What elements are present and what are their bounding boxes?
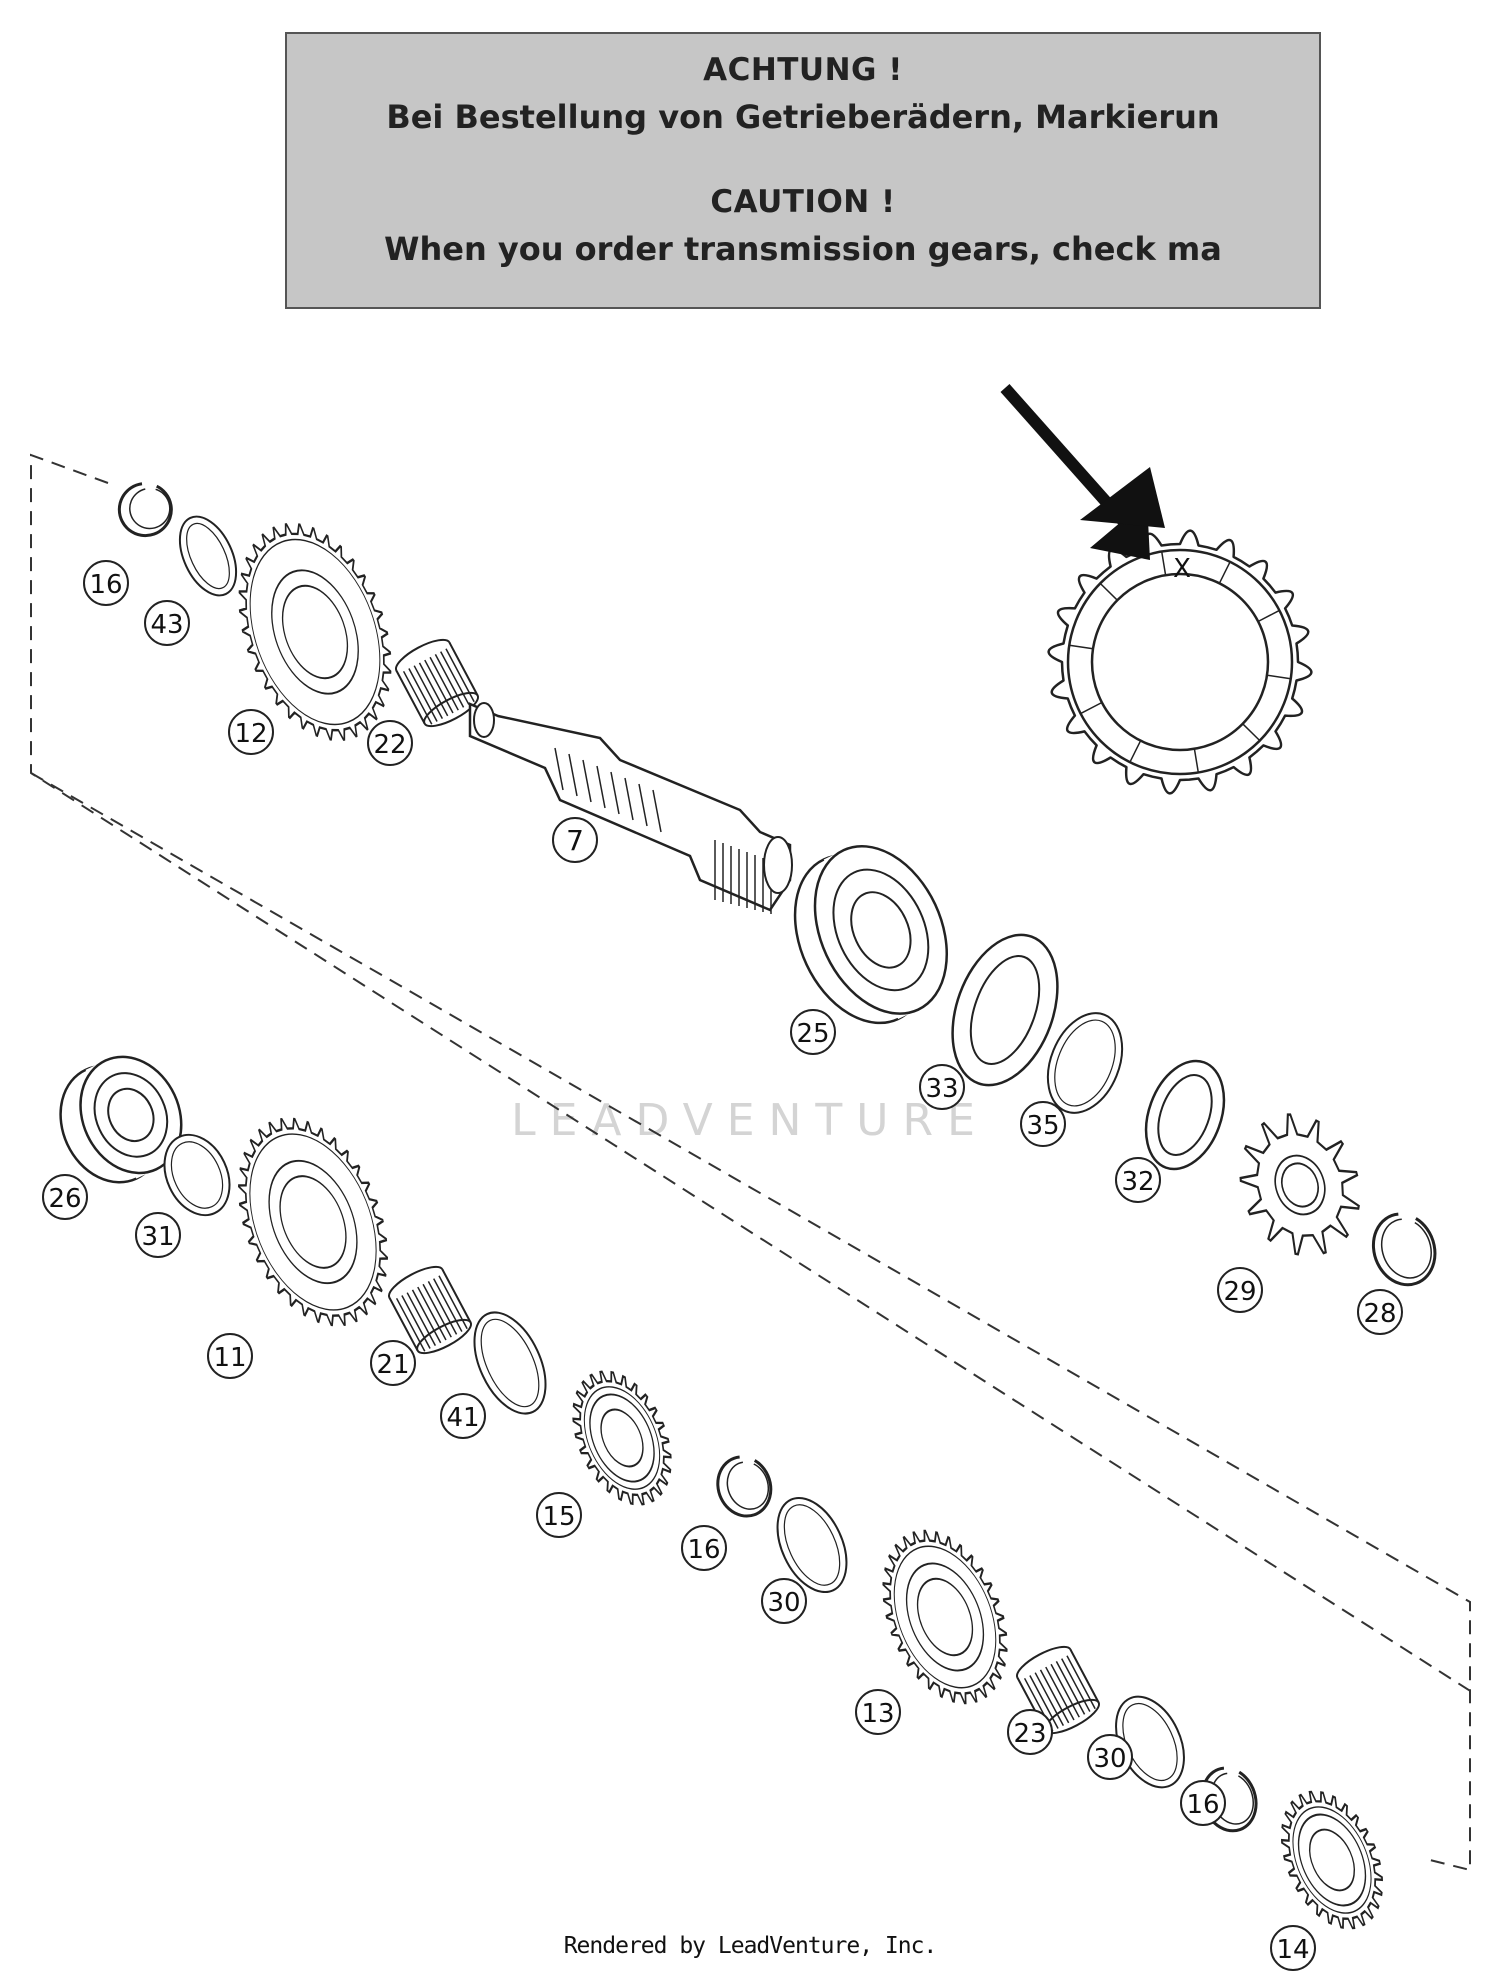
circlip-16b bbox=[716, 1455, 773, 1518]
needle-bearing-21 bbox=[388, 1265, 472, 1355]
washer-31 bbox=[163, 1133, 231, 1217]
part-number: 35 bbox=[1026, 1111, 1059, 1141]
part-callout-30: 30 bbox=[1087, 1734, 1133, 1780]
part-number: 16 bbox=[89, 570, 122, 600]
part-callout-11: 11 bbox=[207, 1333, 253, 1379]
part-number: 30 bbox=[767, 1588, 800, 1618]
splined-washer-30a bbox=[776, 1496, 848, 1594]
sprocket-29 bbox=[1239, 1113, 1360, 1256]
caution-notice: ACHTUNG ! Bei Bestellung von Getrieberäd… bbox=[285, 32, 1321, 309]
part-callout-21: 21 bbox=[370, 1340, 416, 1386]
part-callout-25: 25 bbox=[790, 1009, 836, 1055]
seal-33 bbox=[951, 933, 1059, 1087]
shim-35 bbox=[1046, 1012, 1124, 1114]
part-number: 11 bbox=[213, 1343, 246, 1373]
part-number: 32 bbox=[1121, 1167, 1154, 1197]
main-shaft-7 bbox=[468, 702, 793, 914]
watermark: LEADVENTURE bbox=[511, 1095, 989, 1146]
part-number: 33 bbox=[925, 1074, 958, 1104]
part-number: 41 bbox=[446, 1403, 479, 1433]
caution-de-title: ACHTUNG ! bbox=[703, 52, 903, 88]
part-callout-29: 29 bbox=[1217, 1267, 1263, 1313]
splined-washer-43 bbox=[178, 515, 238, 597]
part-number: 23 bbox=[1013, 1719, 1046, 1749]
part-callout-7: 7 bbox=[552, 817, 598, 863]
gear-14 bbox=[1280, 1790, 1384, 1930]
caution-en-text: When you order transmission gears, check… bbox=[384, 230, 1222, 268]
render-credit: Rendered by LeadVenture, Inc. bbox=[563, 1933, 938, 1959]
marked-gear-detail bbox=[1047, 529, 1313, 795]
part-number: 31 bbox=[141, 1222, 174, 1252]
part-callout-33: 33 bbox=[919, 1064, 965, 1110]
gear-11 bbox=[237, 1117, 389, 1327]
part-callout-13: 13 bbox=[855, 1689, 901, 1735]
gear-13 bbox=[882, 1529, 1008, 1705]
part-number: 26 bbox=[48, 1184, 81, 1214]
part-number: 29 bbox=[1223, 1277, 1256, 1307]
arrow-icon bbox=[1000, 384, 1165, 560]
part-callout-30: 30 bbox=[761, 1578, 807, 1624]
ball-bearing-25 bbox=[793, 844, 949, 1025]
part-number: 16 bbox=[687, 1535, 720, 1565]
spacer-32 bbox=[1144, 1059, 1226, 1171]
gear-12 bbox=[238, 523, 392, 741]
part-callout-12: 12 bbox=[228, 709, 274, 755]
mark-x: X bbox=[1173, 554, 1191, 584]
part-number: 12 bbox=[234, 719, 267, 749]
part-callout-31: 31 bbox=[135, 1212, 181, 1258]
gear-15 bbox=[572, 1370, 672, 1506]
ball-bearing-26 bbox=[59, 1055, 183, 1184]
needle-bearing-22 bbox=[395, 638, 479, 728]
splined-washer-30b bbox=[1115, 1695, 1185, 1789]
part-number: 21 bbox=[376, 1350, 409, 1380]
part-callout-35: 35 bbox=[1020, 1101, 1066, 1147]
part-callout-15: 15 bbox=[536, 1492, 582, 1538]
part-number: 22 bbox=[373, 730, 406, 760]
part-callout-22: 22 bbox=[367, 720, 413, 766]
washer-41 bbox=[473, 1311, 547, 1415]
part-number: 14 bbox=[1276, 1935, 1309, 1965]
part-number: 25 bbox=[796, 1019, 829, 1049]
part-number: 28 bbox=[1363, 1299, 1396, 1329]
circlip-16a bbox=[117, 482, 173, 537]
shaft-guide-lines bbox=[30, 453, 1476, 1872]
part-callout-16: 16 bbox=[83, 560, 129, 606]
caution-en-title: CAUTION ! bbox=[710, 184, 896, 220]
part-number: 7 bbox=[566, 824, 584, 857]
part-callout-16: 16 bbox=[681, 1525, 727, 1571]
part-number: 30 bbox=[1093, 1744, 1126, 1774]
part-callout-14: 14 bbox=[1270, 1925, 1316, 1971]
part-number: 43 bbox=[150, 610, 183, 640]
needle-bearing-23 bbox=[1016, 1645, 1100, 1735]
part-number: 13 bbox=[861, 1699, 894, 1729]
part-callout-16: 16 bbox=[1180, 1780, 1226, 1826]
part-number: 15 bbox=[542, 1502, 575, 1532]
part-callout-32: 32 bbox=[1115, 1157, 1161, 1203]
part-callout-26: 26 bbox=[42, 1174, 88, 1220]
part-callout-23: 23 bbox=[1007, 1709, 1053, 1755]
part-callout-41: 41 bbox=[440, 1393, 486, 1439]
part-number: 16 bbox=[1186, 1790, 1219, 1820]
circlip-28 bbox=[1371, 1212, 1437, 1287]
part-callout-28: 28 bbox=[1357, 1289, 1403, 1335]
part-callout-43: 43 bbox=[144, 600, 190, 646]
caution-de-text: Bei Bestellung von Getrieberädern, Marki… bbox=[386, 98, 1220, 136]
